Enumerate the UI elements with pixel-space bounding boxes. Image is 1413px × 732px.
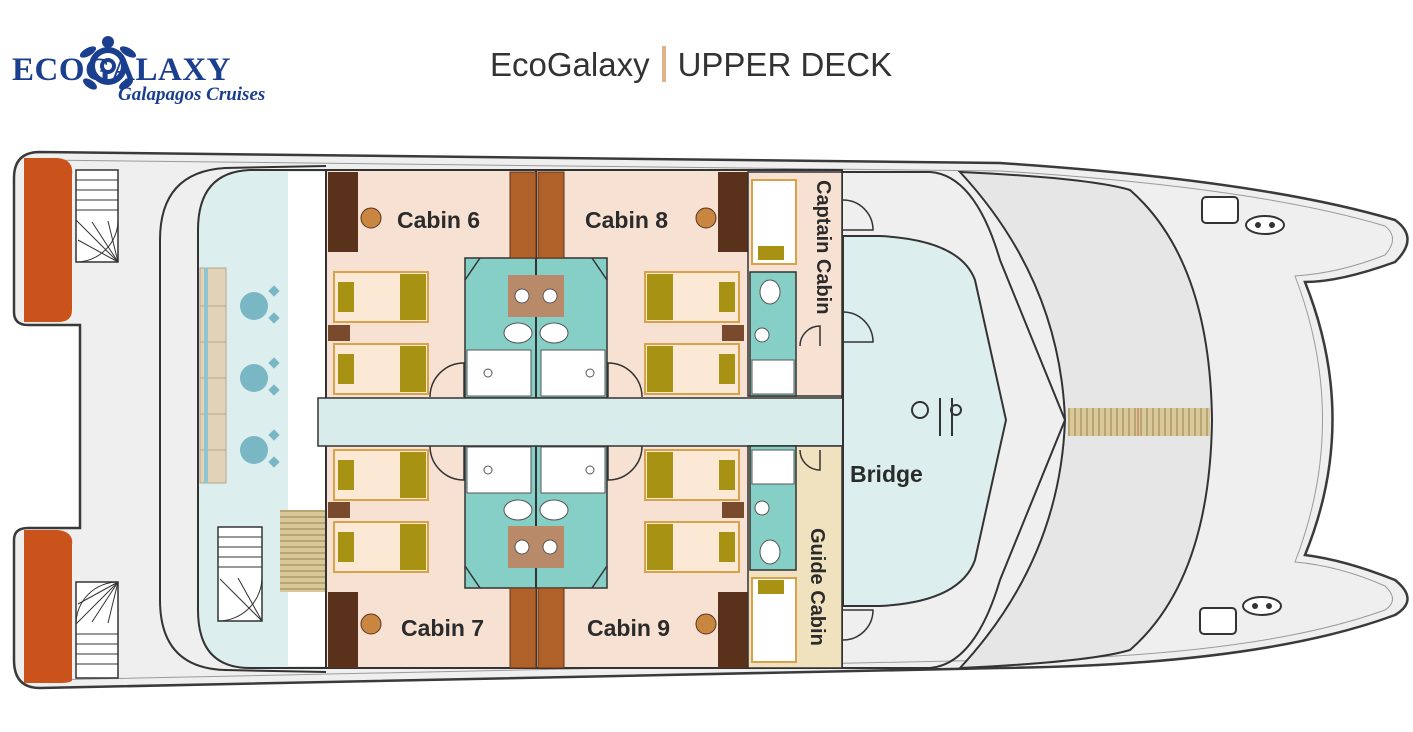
lifeboat-top [24, 158, 73, 322]
lifeboat-bottom [24, 530, 73, 683]
shower-icon [751, 359, 795, 485]
desk [718, 172, 748, 252]
table-icon [240, 285, 280, 324]
sink-icon [754, 327, 770, 516]
sink-icon [508, 526, 536, 568]
cabin-8-label: Cabin 8 [585, 207, 668, 233]
cabin-7-label: Cabin 7 [401, 615, 484, 641]
chair-icon [695, 613, 717, 635]
bed-icon [644, 449, 740, 501]
stairs-lounge-icon [217, 526, 263, 622]
bed-icon [751, 179, 797, 265]
shower-icon [466, 349, 532, 397]
toilet-icon [503, 499, 569, 521]
cleat-icon [1245, 215, 1285, 235]
jacuzzi-bench [199, 267, 227, 484]
helm-wheel-icon [911, 398, 962, 436]
captain-cabin-label: Captain Cabin [812, 180, 834, 314]
bridge-label: Bridge [850, 461, 923, 487]
cleat-icon [1242, 596, 1282, 616]
shower-icon [540, 446, 606, 494]
nightstand [722, 325, 744, 341]
bow-hatch-icon [1199, 607, 1237, 635]
gangway-ramp [280, 510, 326, 592]
sink-icon [536, 275, 564, 317]
wardrobe [537, 587, 565, 669]
chair-icon [695, 207, 717, 229]
hull-inner-outline [43, 159, 1393, 681]
bed-icon [644, 343, 740, 395]
sink-icon [536, 526, 564, 568]
table-icon [240, 357, 280, 396]
title-deck: UPPER DECK [677, 46, 893, 83]
central-corridor [317, 397, 871, 447]
deck-plan: Cabin 6 Cabin 8 Cabin 7 Cabin 9 Bridge C… [12, 150, 1409, 690]
chair-icon [360, 613, 382, 635]
nightstand [328, 502, 350, 518]
logo-wordmark: ECOGALAXY [12, 52, 232, 88]
wardrobe [509, 171, 537, 259]
aft-lounge-outer [159, 165, 327, 673]
bridge-console [842, 235, 1008, 607]
guide-cabin-label: Guide Cabin [806, 528, 828, 646]
turtle-logo-icon [79, 36, 137, 90]
toilet-icon [759, 279, 781, 565]
cabin-6-label: Cabin 6 [397, 207, 480, 233]
table-icon [240, 429, 280, 468]
shower-icon [540, 349, 606, 397]
desk [718, 592, 748, 668]
logo-tagline: Galapagos Cruises [118, 84, 266, 105]
toilet-icon [503, 322, 569, 344]
sink-icon [508, 275, 536, 317]
title-separator [661, 46, 666, 82]
wardrobe [537, 171, 565, 259]
wardrobe [509, 587, 537, 669]
page-title: EcoGalaxy UPPER DECK [490, 46, 892, 84]
stairs-stern-top-icon [75, 169, 119, 263]
chair-icon [360, 207, 382, 229]
cabin-9-label: Cabin 9 [587, 615, 670, 641]
stairs-stern-bottom-icon [75, 581, 119, 679]
nightstand [722, 502, 744, 518]
bow-hatch-icon [1201, 196, 1239, 224]
bed-icon [751, 577, 797, 663]
bed-icon [644, 521, 740, 573]
desk [328, 172, 358, 252]
bed-icon [644, 271, 740, 323]
title-brand: EcoGalaxy [490, 46, 650, 83]
nightstand [328, 325, 350, 341]
desk [328, 592, 358, 668]
bed-icon [333, 449, 429, 501]
shower-icon [466, 446, 532, 494]
bed-icon [333, 271, 429, 323]
bed-icon [333, 343, 429, 395]
bow-ramp [1068, 408, 1210, 436]
ecogalaxy-logo: ECOGALAXY Galapagos Cruises [10, 30, 310, 120]
bed-icon [333, 521, 429, 573]
